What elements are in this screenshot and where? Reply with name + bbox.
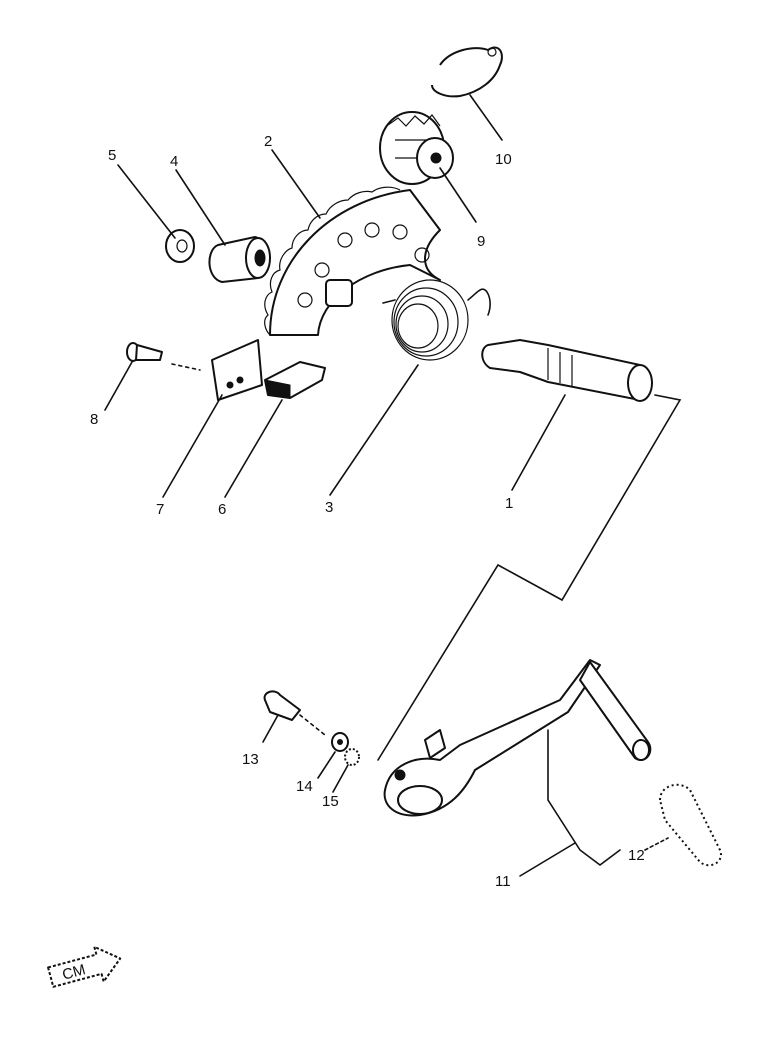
callout-8: 8 [90, 411, 98, 428]
callout-2: 2 [264, 133, 272, 150]
callout-13: 13 [242, 751, 259, 768]
callout-12: 12 [628, 847, 645, 864]
cm-stamp-arrow: CM [47, 945, 122, 988]
callout-5: 5 [108, 147, 116, 164]
callout-3: 3 [325, 499, 333, 516]
ratchet-block-part-6 [264, 361, 326, 399]
callout-9: 9 [477, 233, 485, 250]
torsion-spring-part-3 [382, 279, 491, 361]
callout-7: 7 [156, 501, 164, 518]
washer-part-5 [165, 229, 195, 263]
circlip-part-10 [431, 46, 503, 98]
callout-14: 14 [296, 778, 313, 795]
ratchet-gear-part-9 [379, 111, 454, 185]
bolt-part-8 [126, 342, 201, 371]
pin-part-13 [263, 690, 326, 736]
washer-part-14 [331, 732, 349, 752]
cm-stamp-text: CM [60, 961, 87, 983]
plate-part-7 [211, 339, 263, 401]
callout-1: 1 [505, 495, 513, 512]
callout-6: 6 [218, 501, 226, 518]
leader-lines [104, 94, 669, 877]
callout-4: 4 [170, 153, 178, 170]
collar-part-4 [208, 236, 271, 283]
callout-15: 15 [322, 793, 339, 810]
clip-part-15 [344, 748, 360, 766]
callout-11: 11 [495, 873, 511, 890]
assembly-lines [377, 394, 682, 866]
kick-crank-part-11 [383, 659, 652, 817]
kick-axle-part-1 [481, 339, 653, 402]
kick-gear-part-2 [264, 186, 441, 336]
callout-10: 10 [495, 151, 512, 168]
grip-part-12 [659, 783, 722, 867]
